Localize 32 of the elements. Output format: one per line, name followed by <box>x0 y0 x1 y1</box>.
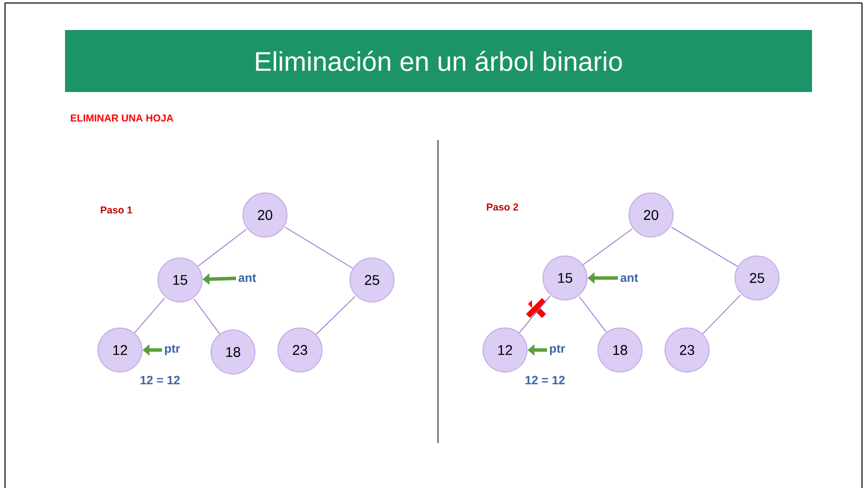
tree-node: 12 <box>482 328 528 372</box>
step-label: Paso 2 <box>486 203 518 211</box>
comparison-label: 12 = 12 <box>140 376 180 384</box>
tree-node: 20 <box>628 192 674 238</box>
tree-node: 12 <box>98 328 142 372</box>
tree-node: 25 <box>350 258 394 302</box>
comparison-label: 12 = 12 <box>526 376 565 384</box>
tree-link <box>316 296 356 335</box>
tree-link <box>670 226 738 267</box>
tree-node: 20 <box>242 192 288 238</box>
tree-link <box>197 228 247 267</box>
tree-link <box>194 298 220 334</box>
tree-link <box>578 296 607 333</box>
tree-node: 15 <box>158 258 202 302</box>
tree-node: 25 <box>734 256 780 300</box>
tree-link <box>134 297 166 334</box>
tree-node: 23 <box>278 328 322 372</box>
tree-link <box>582 228 632 266</box>
tree-link <box>284 226 354 269</box>
step-label: ELIMINAR UNA HOJA <box>70 114 174 122</box>
pointer-label: ant <box>238 274 256 282</box>
tree-node: 18 <box>598 328 642 372</box>
step-label: Paso 1 <box>100 206 132 214</box>
tree-link <box>702 294 742 334</box>
tree-node: 23 <box>664 328 710 372</box>
pointer-label: ant <box>620 274 638 282</box>
tree-link <box>519 296 550 334</box>
title-banner: Eliminación en un árbol binario <box>65 30 812 92</box>
pointer-label: ptr <box>165 344 180 356</box>
tree-node: 15 <box>542 256 588 300</box>
pointer-label: ptr <box>550 344 566 356</box>
tree-node: 18 <box>210 330 256 374</box>
